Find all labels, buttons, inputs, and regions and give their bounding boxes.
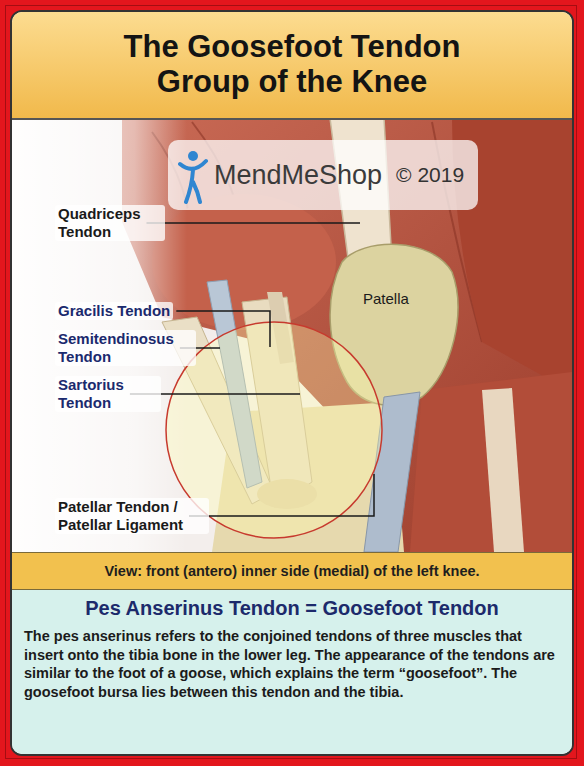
view-note: View: front (antero) inner side (medial)… — [104, 563, 479, 579]
part-label: Sartorius Tendon — [55, 376, 161, 412]
card-panel: The Goosefoot Tendon Group of the Knee M… — [10, 10, 574, 756]
leader-line — [147, 222, 361, 224]
panel-body: The pes anserinus refers to the conjoine… — [24, 627, 560, 701]
leader-line — [189, 474, 374, 516]
lower-leg-tendon — [482, 388, 524, 552]
part-label: Patella — [360, 290, 412, 308]
view-band: View: front (antero) inner side (medial)… — [12, 552, 572, 590]
watermark-box: MendMeShop © 2019 — [168, 140, 478, 210]
illustration-ground — [12, 118, 572, 552]
lower-leg-muscle — [410, 372, 572, 552]
watermark-year: © 2019 — [396, 163, 464, 187]
title-bar: The Goosefoot Tendon Group of the Knee — [12, 12, 572, 120]
info-panel: Pes Anserinus Tendon = Goosefoot TendonT… — [12, 590, 572, 754]
panel-heading: Pes Anserinus Tendon = Goosefoot Tendon — [24, 596, 560, 621]
part-label: Semitendinosus Tendon — [55, 330, 196, 366]
logo-icon — [176, 148, 210, 204]
part-label: Gracilis Tendon — [55, 302, 173, 320]
watermark-brand: MendMeShop — [214, 160, 382, 191]
part-label: Patellar Tendon / Patellar Ligament — [55, 498, 209, 534]
title-text: The Goosefoot Tendon Group of the Knee — [92, 30, 492, 99]
part-label: Quadriceps Tendon — [55, 205, 165, 241]
logo-head — [188, 151, 198, 161]
